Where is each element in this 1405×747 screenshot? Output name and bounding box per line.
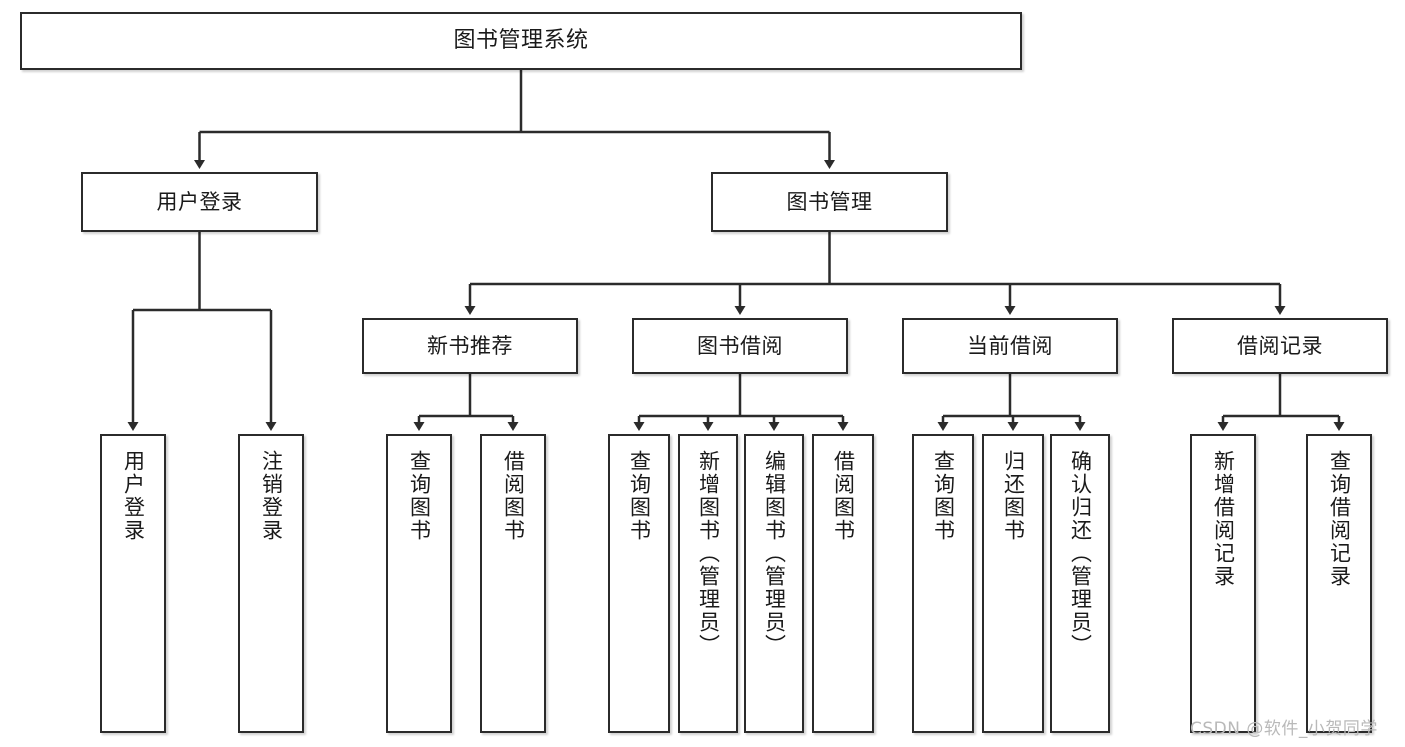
node-leaf-user-login[interactable]: 用户登录 xyxy=(100,434,166,733)
node-leaf-add-book-label: 新增图书（管理员） xyxy=(696,450,721,657)
node-borrow-record[interactable]: 借阅记录 xyxy=(1172,318,1388,374)
node-leaf-borrow-book-2[interactable]: 借阅图书 xyxy=(812,434,874,733)
node-leaf-borrow-book-2-label: 借阅图书 xyxy=(831,450,856,542)
node-new-book-recommend[interactable]: 新书推荐 xyxy=(362,318,578,374)
node-leaf-borrow-book-1[interactable]: 借阅图书 xyxy=(480,434,546,733)
node-leaf-logout[interactable]: 注销登录 xyxy=(238,434,304,733)
node-leaf-query-book-1[interactable]: 查询图书 xyxy=(386,434,452,733)
node-leaf-confirm-return[interactable]: 确认归还（管理员） xyxy=(1050,434,1110,733)
node-leaf-return-book[interactable]: 归还图书 xyxy=(982,434,1044,733)
node-leaf-query-book-1-label: 查询图书 xyxy=(407,450,432,542)
node-leaf-query-book-3[interactable]: 查询图书 xyxy=(912,434,974,733)
node-current-borrow[interactable]: 当前借阅 xyxy=(902,318,1118,374)
node-leaf-edit-book[interactable]: 编辑图书（管理员） xyxy=(744,434,804,733)
node-leaf-add-record[interactable]: 新增借阅记录 xyxy=(1190,434,1256,733)
node-leaf-query-record-label: 查询借阅记录 xyxy=(1327,450,1352,588)
node-leaf-return-book-label: 归还图书 xyxy=(1001,450,1026,542)
node-user-login-label: 用户登录 xyxy=(156,189,243,214)
node-leaf-borrow-book-1-label: 借阅图书 xyxy=(501,450,526,542)
node-root-label: 图书管理系统 xyxy=(453,28,589,54)
node-book-borrow-label: 图书借阅 xyxy=(697,333,783,358)
node-leaf-query-book-2-label: 查询图书 xyxy=(627,450,652,542)
node-user-login[interactable]: 用户登录 xyxy=(81,172,318,232)
node-borrow-record-label: 借阅记录 xyxy=(1237,333,1323,358)
node-root[interactable]: 图书管理系统 xyxy=(20,12,1022,70)
node-book-management-label: 图书管理 xyxy=(786,189,873,214)
node-leaf-query-book-3-label: 查询图书 xyxy=(931,450,956,542)
node-leaf-query-record[interactable]: 查询借阅记录 xyxy=(1306,434,1372,733)
node-leaf-logout-label: 注销登录 xyxy=(259,450,284,542)
node-book-borrow[interactable]: 图书借阅 xyxy=(632,318,848,374)
node-leaf-add-book[interactable]: 新增图书（管理员） xyxy=(678,434,738,733)
node-leaf-edit-book-label: 编辑图书（管理员） xyxy=(762,450,787,657)
node-leaf-query-book-2[interactable]: 查询图书 xyxy=(608,434,670,733)
node-current-borrow-label: 当前借阅 xyxy=(967,333,1053,358)
node-leaf-user-login-label: 用户登录 xyxy=(121,450,146,542)
node-leaf-confirm-return-label: 确认归还（管理员） xyxy=(1068,450,1093,657)
node-new-book-recommend-label: 新书推荐 xyxy=(427,333,513,358)
node-leaf-add-record-label: 新增借阅记录 xyxy=(1211,450,1236,588)
node-book-management[interactable]: 图书管理 xyxy=(711,172,948,232)
